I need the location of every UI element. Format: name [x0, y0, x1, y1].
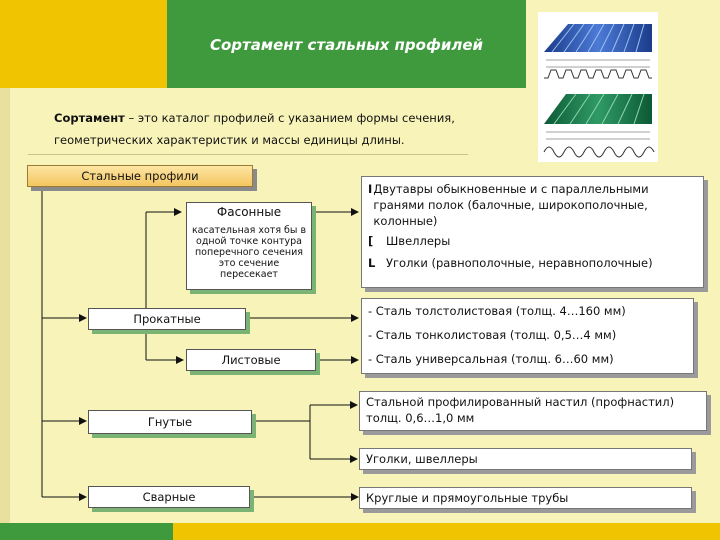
header-band: [167, 0, 526, 88]
bent-label: Гнутые: [147, 415, 193, 429]
shaped-note: касательная хотя бы в одной точке контур…: [191, 225, 307, 280]
shaped-label: Фасонные: [216, 205, 282, 219]
decking-line-2: толщ. 0,6…1,0 мм: [366, 411, 475, 425]
rolled-label: Прокатные: [133, 312, 201, 326]
divider: [28, 154, 468, 155]
channel-symbol: [: [368, 234, 374, 248]
rolled-node: Прокатные: [88, 308, 246, 330]
definition-line-1: Сортамент – это каталог профилей с указа…: [54, 110, 455, 126]
tubes-box: Круглые и прямоугольные трубы: [359, 487, 692, 509]
decking-box: Стальной профилированный настил (профнас…: [359, 391, 707, 431]
side-strip: [0, 88, 10, 540]
footer-band: [173, 523, 720, 540]
shaped-details: I Двутавры обыкновенные и с параллельным…: [361, 176, 704, 288]
tubes-label: Круглые и прямоугольные трубы: [366, 491, 569, 505]
definition-line-2: геометрических характеристик и массы еди…: [54, 133, 405, 147]
shaped-node: Фасонные касательная хотя бы в одной точ…: [186, 202, 312, 290]
angles-channels-box: Уголки, швеллеры: [359, 448, 692, 470]
angle-row: L Уголки (равнополочные, неравнополочные…: [368, 255, 697, 271]
angle-symbol: L: [368, 256, 376, 270]
ibeam-row: I Двутавры обыкновенные и с параллельным…: [368, 181, 697, 229]
channel-text: Швеллеры: [386, 234, 451, 248]
sheet-details: - Сталь толстолистовая (толщ. 4…160 мм) …: [361, 298, 694, 374]
thin-sheet-item: - Сталь тонколистовая (толщ. 0,5…4 мм): [368, 328, 617, 342]
root-node: Стальные профили: [27, 165, 253, 187]
welded-label: Сварные: [142, 490, 196, 504]
sheet-label: Листовые: [221, 353, 281, 367]
ibeam-symbol: I: [368, 182, 373, 196]
root-label: Стальные профили: [81, 169, 199, 183]
header-accent-yellow: [0, 0, 167, 88]
angle-text: Уголки (равнополочные, неравнополочные): [386, 256, 653, 270]
sheet-node: Листовые: [186, 349, 316, 371]
definition-term: Сортамент: [54, 111, 125, 125]
ibeam-text: Двутавры обыкновенные и с параллельными …: [373, 182, 649, 228]
profiled-sheet-pictures: [538, 12, 658, 162]
decking-line-1: Стальной профилированный настил (профнас…: [366, 395, 675, 409]
welded-node: Сварные: [88, 486, 250, 508]
footer-accent-green: [0, 523, 173, 540]
bent-node: Гнутые: [88, 410, 252, 434]
channel-row: [ Швеллеры: [368, 233, 697, 249]
definition-text-1: – это каталог профилей с указанием формы…: [124, 111, 455, 125]
slide-title: Сортамент стальных профилей: [209, 36, 484, 54]
thick-sheet-item: - Сталь толстолистовая (толщ. 4…160 мм): [368, 304, 626, 318]
universal-steel-item: - Сталь универсальная (толщ. 6…60 мм): [368, 352, 614, 366]
angles-channels-label: Уголки, швеллеры: [366, 452, 478, 466]
